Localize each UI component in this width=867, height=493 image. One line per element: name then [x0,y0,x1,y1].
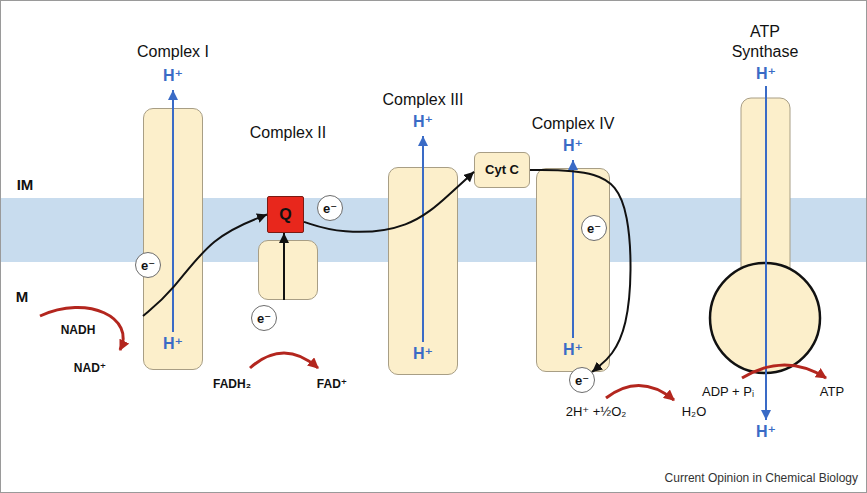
electron-flow [304,172,474,232]
proton-label: H⁺ [563,340,583,359]
complex-box: Complex II [258,240,318,300]
proton-flow [172,90,174,332]
reaction-arrow [40,307,123,350]
node-label: Q [279,205,291,224]
electron-label: e⁻ [323,202,337,215]
product-label: H₂O [682,404,707,420]
product-label: FAD⁺ [317,377,347,391]
substrate-label: FADH₂ [213,377,251,391]
complex-box: Complex III [388,167,458,375]
electron-label: e⁻ [141,259,155,272]
electron-circle: e⁻ [135,252,161,278]
membrane-label: IM [17,176,34,194]
electron-flow [530,170,631,372]
electron-circle: e⁻ [251,305,277,331]
complex-title: Complex II [250,123,326,142]
proton-label: H⁺ [756,64,776,83]
product-label: ATP [820,384,844,400]
complex-box: Complex I [143,108,203,370]
substrate-label: NADH [61,323,96,337]
proton-label: H⁺ [563,136,583,155]
electron-label: e⁻ [257,312,271,325]
atp-head [710,263,820,373]
electron-flow [283,233,285,300]
electron-circle: e⁻ [581,215,607,241]
electron-flow [143,215,267,317]
atp-synthase-shape [702,98,828,374]
electron-circle: e⁻ [317,195,343,221]
proton-label: H⁺ [756,422,776,441]
complex-box: Complex IVe⁻ [536,168,610,372]
complex-title: ATP Synthase [723,22,807,62]
substrate-label: 2H⁺ +½O₂ [566,404,627,420]
reaction-arrow [606,385,674,400]
proton-flow [572,160,574,338]
node-label: Cyt C [485,162,519,178]
proton-label: H⁺ [163,66,183,85]
product-label: NAD⁺ [74,361,106,375]
electron-label: e⁻ [587,222,601,235]
proton-flow [765,86,767,420]
electron-label: e⁻ [575,374,589,387]
atp-synthase: ATP Synthase [702,98,828,374]
quinone-box: Q [267,196,304,233]
substrate-label: ADP + Pᵢ [702,384,754,400]
proton-label: H⁺ [413,112,433,131]
electron-circle: e⁻ [569,367,595,393]
proton-label: H⁺ [163,334,183,353]
reaction-arrow [742,365,826,378]
cytochrome-box: Cyt C [474,152,530,188]
proton-label: H⁺ [413,344,433,363]
reaction-arrow [250,353,318,368]
complex-title: Complex I [137,42,209,61]
proton-flow [422,136,424,342]
credit-label: Current Opinion in Chemical Biology [665,471,858,485]
complex-title: Complex IV [532,114,615,133]
complex-title: Complex III [383,90,464,109]
membrane-label: M [16,288,29,306]
